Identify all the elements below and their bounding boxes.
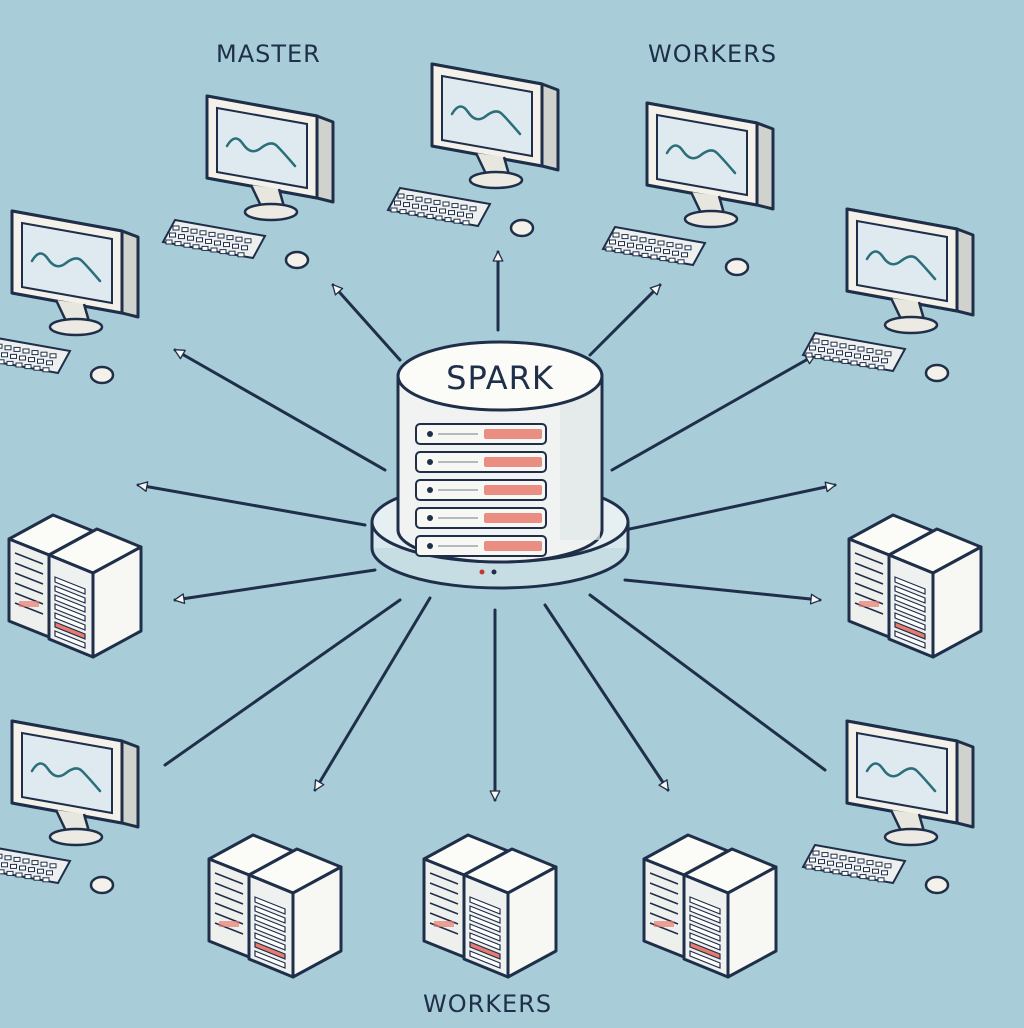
- mouse-icon: [284, 250, 310, 270]
- connection-line: [163, 598, 402, 767]
- drive-bay: [415, 423, 547, 445]
- connection-arrow: [543, 603, 670, 792]
- connection-lines: [136, 250, 837, 802]
- connection-arrow: [588, 283, 662, 357]
- monitor-icon: [386, 62, 560, 238]
- master-label: MASTER: [216, 40, 321, 68]
- connection-arrow: [173, 568, 377, 605]
- monitor-icon: [801, 719, 975, 895]
- cluster-nodes: [0, 62, 983, 979]
- keyboard-icon: [161, 218, 267, 260]
- server-tower-icon: [642, 833, 778, 979]
- database-cylinder-icon: [370, 340, 630, 590]
- waveform-icon: [665, 144, 737, 175]
- keyboard-icon: [0, 847, 72, 885]
- waveform-icon: [450, 105, 522, 136]
- mouse-icon: [509, 218, 535, 238]
- keyboard-icon: [801, 331, 907, 373]
- connection-arrow: [623, 578, 822, 605]
- mouse-icon: [924, 875, 950, 895]
- waveform-icon: [30, 762, 102, 793]
- drive-bay: [415, 479, 547, 501]
- connection-line: [588, 593, 827, 772]
- monitor-icon: [0, 209, 140, 385]
- keyboard-icon: [0, 337, 72, 375]
- drive-bay: [415, 507, 547, 529]
- workers-top-label: WORKERS: [648, 40, 778, 68]
- waveform-icon: [865, 762, 937, 793]
- mouse-icon: [89, 875, 115, 895]
- drive-bay: [415, 451, 547, 473]
- waveform-icon: [865, 250, 937, 281]
- connection-arrow: [623, 481, 837, 532]
- connection-arrow: [173, 348, 387, 472]
- spark-hub: SPARK: [370, 340, 630, 590]
- keyboard-icon: [601, 225, 707, 267]
- server-tower-icon: [7, 513, 143, 659]
- monitor-icon: [601, 101, 775, 277]
- monitor-icon: [0, 719, 140, 895]
- connection-arrow: [136, 481, 367, 527]
- waveform-icon: [225, 137, 297, 168]
- server-tower-icon: [847, 513, 983, 659]
- server-tower-icon: [422, 833, 558, 979]
- connection-arrow: [331, 283, 402, 362]
- keyboard-icon: [801, 843, 907, 885]
- mouse-icon: [924, 363, 950, 383]
- keyboard-icon: [386, 186, 492, 228]
- server-tower-icon: [207, 833, 343, 979]
- waveform-icon: [30, 252, 102, 283]
- connection-arrow: [313, 596, 432, 792]
- workers-bottom-label: WORKERS: [423, 990, 553, 1018]
- spark-label: SPARK: [446, 359, 554, 397]
- monitor-icon: [801, 207, 975, 383]
- connection-arrow: [610, 353, 817, 472]
- monitor-icon: [161, 94, 335, 270]
- mouse-icon: [89, 365, 115, 385]
- drive-bay: [415, 535, 547, 557]
- mouse-icon: [724, 257, 750, 277]
